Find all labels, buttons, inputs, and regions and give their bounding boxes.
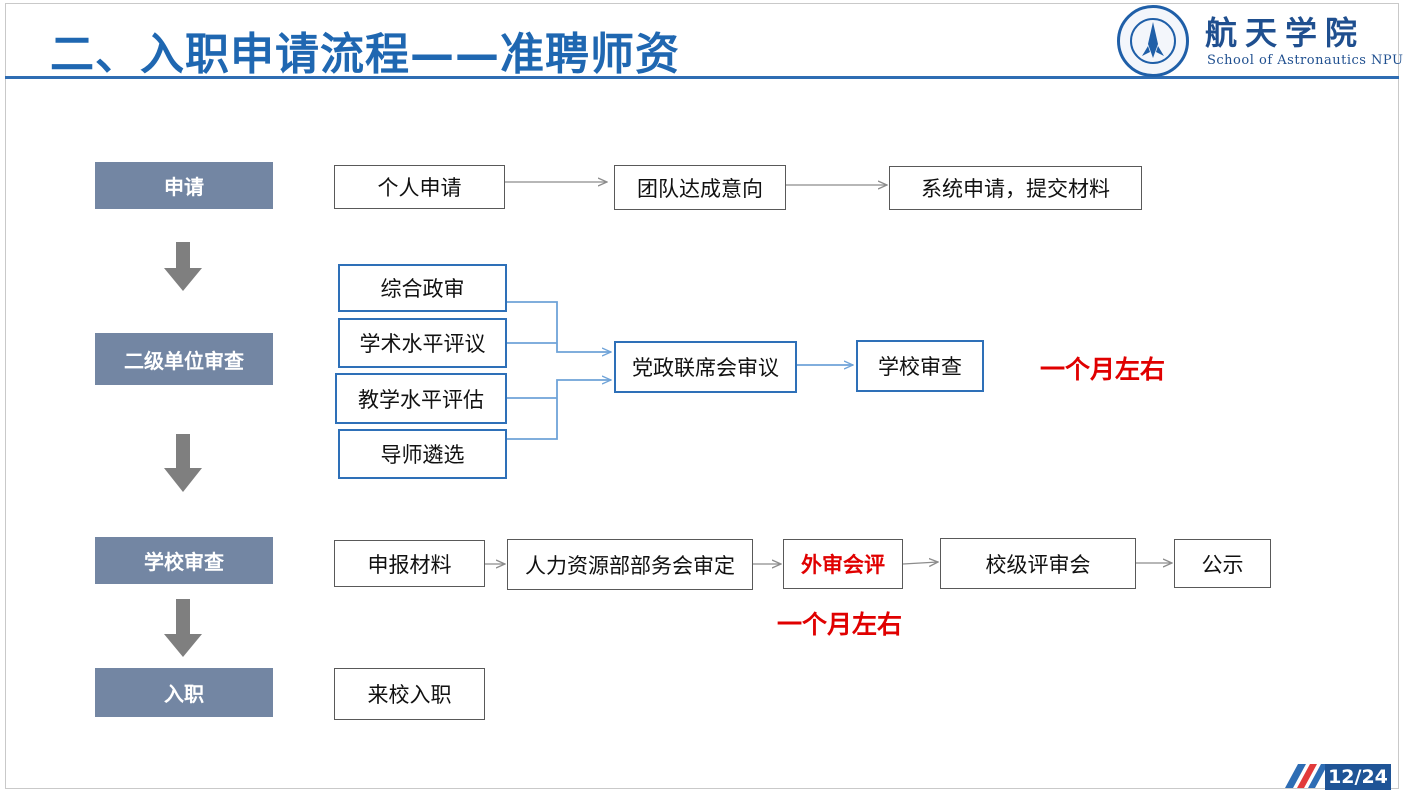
step-public-notice: 公示 [1174,539,1271,588]
stage-unit-review: 二级单位审查 [95,333,273,385]
step-personal-apply: 个人申请 [334,165,505,209]
elbow-supervisor [507,380,611,440]
unit-duration-note: 一个月左右 [1040,355,1166,384]
step-submit-materials: 申报材料 [334,540,485,587]
stage-apply: 申请 [95,162,273,209]
step-political-review: 综合政审 [338,264,507,312]
step-teaching-evaluation: 教学水平评估 [335,373,507,424]
elbow-political [507,301,611,352]
step-team-agreement: 团队达成意向 [614,165,786,210]
down-arrow-2 [164,434,202,492]
down-arrow-1 [164,242,202,291]
stage-school-review: 学校审查 [95,537,273,584]
school-duration-note: 一个月左右 [777,610,903,639]
title-divider [5,76,1399,79]
stage-down-arrows [164,242,202,657]
university-seal-logo [1117,5,1189,77]
step-party-joint-meeting: 党政联席会审议 [614,341,797,393]
school-name-cn: 航天学院 [1205,14,1366,52]
page-number-badge: 12/24 [1325,764,1391,790]
step-hr-meeting: 人力资源部部务会审定 [507,539,753,590]
school-name-en: School of Astronautics NPU [1207,53,1404,68]
step-system-submit: 系统申请，提交材料 [889,166,1142,210]
step-school-committee: 校级评审会 [940,538,1136,589]
step-external-review: 外审会评 [783,539,903,589]
footer-stripes [1285,764,1328,788]
step-school-check: 学校审查 [856,340,984,392]
slide-frame [5,3,1399,789]
down-arrow-3 [164,599,202,657]
arrow-school-3 [902,562,938,564]
rocket-seal-icon [1130,18,1176,64]
step-supervisor-selection: 导师遴选 [338,429,507,479]
page-title: 二、入职申请流程——准聘师资 [50,29,680,80]
step-report-to-school: 来校入职 [334,668,485,720]
step-academic-evaluation: 学术水平评议 [338,318,507,368]
stage-onboard: 入职 [95,668,273,717]
